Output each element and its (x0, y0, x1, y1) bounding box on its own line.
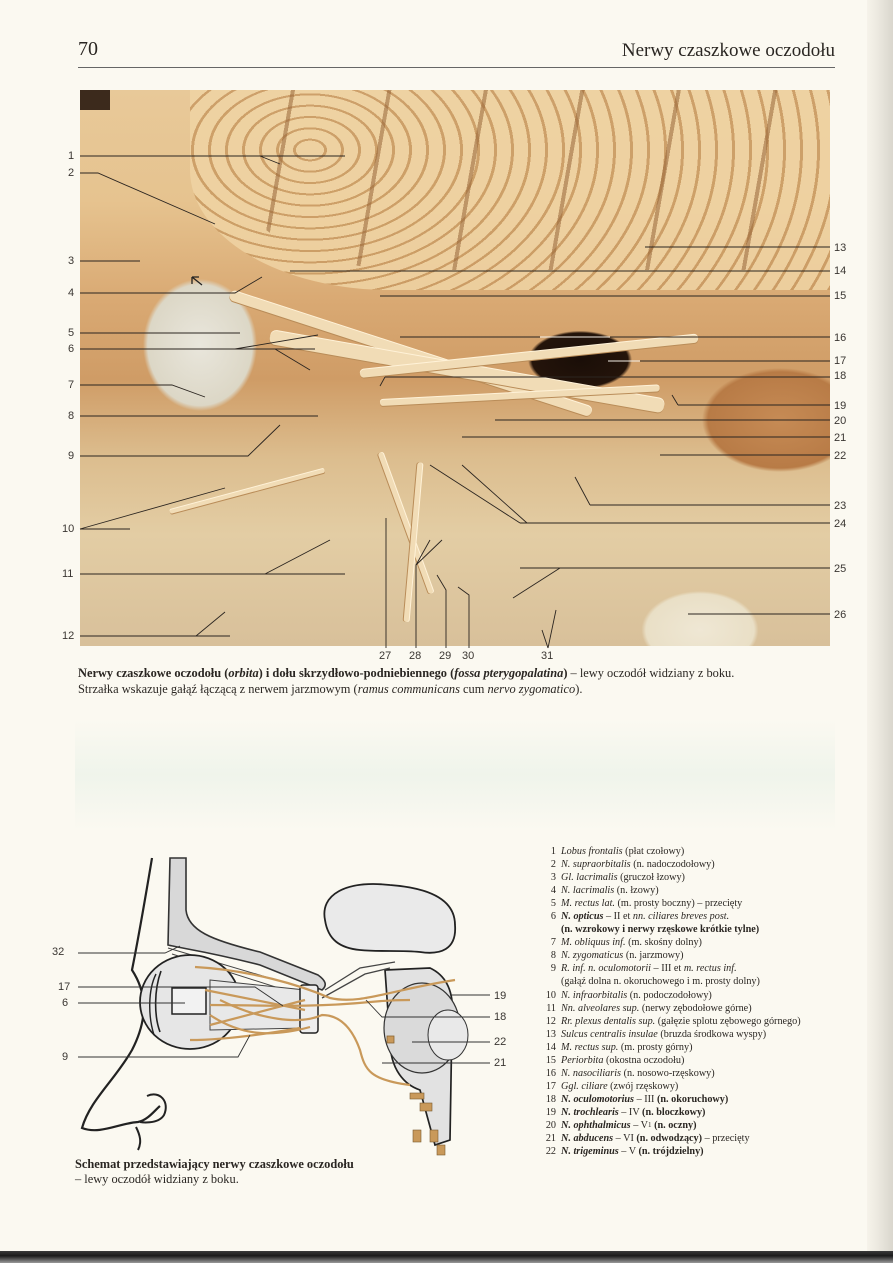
diagram-caption-subtitle: – lewy oczodół widziany z boku. (75, 1172, 239, 1186)
running-head: Nerwy czaszkowe oczodołu (621, 40, 835, 61)
photo-leader-lines (79, 155, 830, 649)
label-6: 6 (68, 343, 75, 355)
label-29: 29 (439, 650, 452, 662)
label-18: 18 (834, 370, 847, 382)
dissection-photo (80, 90, 830, 646)
label-10: 10 (62, 523, 75, 535)
label-22: 22 (834, 450, 847, 462)
label-3: 3 (68, 255, 75, 267)
label-24: 24 (834, 518, 847, 530)
diagram-label-6: 6 (62, 997, 69, 1009)
diagram-label-22: 22 (494, 1036, 507, 1048)
label-16: 16 (834, 332, 847, 344)
legend-item-continuation: (gałąź dolna n. okoruchowego i m. prosty… (561, 976, 760, 988)
label-5: 5 (68, 327, 75, 339)
label-2: 2 (68, 167, 75, 179)
label-13: 13 (834, 242, 847, 254)
page-smudge (75, 720, 835, 830)
label-9: 9 (68, 450, 75, 462)
diagram-caption: Schemat przedstawiający nerwy czaszkowe … (75, 1157, 395, 1187)
diagram-label-18: 18 (494, 1011, 507, 1023)
schematic-diagram (60, 840, 520, 1160)
label-15: 15 (834, 290, 847, 302)
label-27: 27 (379, 650, 392, 662)
header-rule (78, 67, 835, 68)
label-26: 26 (834, 609, 847, 621)
label-1: 1 (68, 150, 75, 162)
label-12: 12 (62, 630, 75, 642)
label-28: 28 (409, 650, 422, 662)
diagram-label-17: 17 (58, 981, 71, 993)
scan-bottom-edge (0, 1251, 893, 1263)
brain-gyri (230, 90, 830, 270)
label-14: 14 (834, 265, 847, 277)
diagram-label-19: 19 (494, 990, 507, 1002)
photo-caption: Nerwy czaszkowe oczodołu (orbita) i dołu… (78, 666, 735, 696)
photo-annotations (191, 276, 203, 286)
page-number: 70 (78, 38, 98, 60)
label-7: 7 (68, 379, 75, 391)
label-17: 17 (834, 355, 847, 367)
label-30: 30 (462, 650, 475, 662)
label-25: 25 (834, 563, 847, 575)
label-21: 21 (834, 432, 847, 444)
label-19: 19 (834, 400, 847, 412)
label-11: 11 (62, 568, 74, 580)
arrow-up-left-icon (191, 276, 203, 286)
photo-shadow (80, 90, 110, 110)
diagram-caption-title: Schemat przedstawiający nerwy czaszkowe … (75, 1157, 354, 1171)
label-23: 23 (834, 500, 847, 512)
label-4: 4 (68, 287, 75, 299)
orbit-nerves-schematic (78, 857, 490, 1156)
diagram-label-32: 32 (52, 946, 65, 958)
label-31: 31 (541, 650, 554, 662)
diagram-label-9: 9 (62, 1051, 69, 1063)
page-edge (867, 0, 893, 1263)
label-8: 8 (68, 410, 75, 422)
label-20: 20 (834, 415, 847, 427)
legend-item-continuation: (n. wzrokowy i nerwy rzęskowe krótkie ty… (561, 924, 760, 936)
diagram-label-21: 21 (494, 1057, 507, 1069)
